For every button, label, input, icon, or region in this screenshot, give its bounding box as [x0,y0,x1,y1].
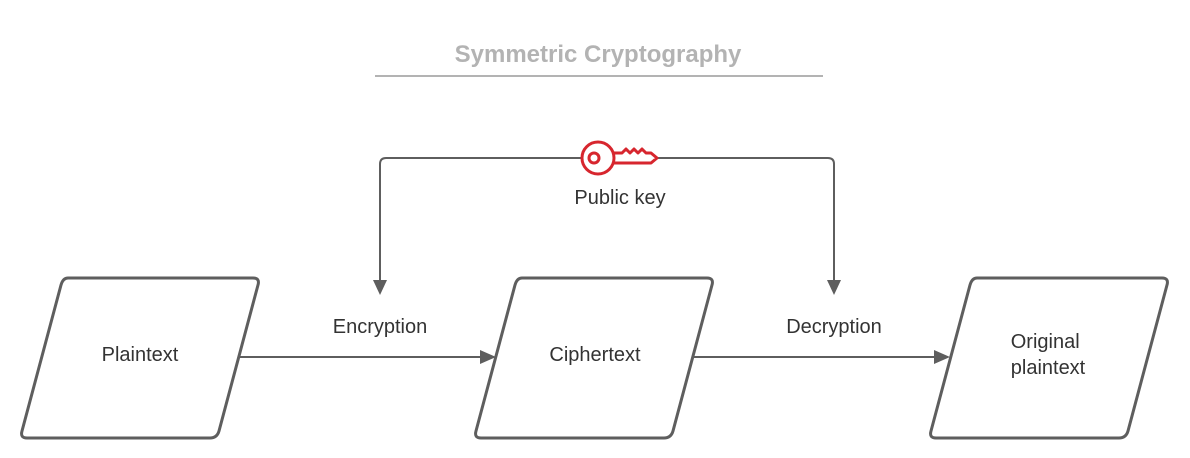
original-plaintext-label: Original plaintext [1011,331,1086,379]
node-original-plaintext: Original plaintext [929,276,1169,440]
key-connector-right [656,157,835,280]
plaintext-label: Plaintext [102,344,179,366]
node-plaintext: Plaintext [20,276,260,440]
original-plaintext-line-2: plaintext [1011,357,1086,379]
decryption-label: Decryption [786,316,882,338]
original-plaintext-line-1: Original [1011,331,1080,353]
decryption-arrowhead [934,350,950,364]
node-ciphertext: Ciphertext [474,276,714,440]
encryption-label: Encryption [333,316,428,338]
original-plaintext-shape [929,276,1169,440]
key-connector-left [379,157,582,280]
key-label: Public key [574,187,665,209]
plaintext-shape [20,276,260,440]
ciphertext-label: Ciphertext [549,344,641,366]
decryption-key-arrowhead [827,280,841,295]
encryption-arrowhead [480,350,496,364]
key-icon [580,140,659,176]
ciphertext-shape [474,276,714,440]
diagram-title: Symmetric Cryptography [455,41,742,68]
encryption-key-arrowhead [373,280,387,295]
